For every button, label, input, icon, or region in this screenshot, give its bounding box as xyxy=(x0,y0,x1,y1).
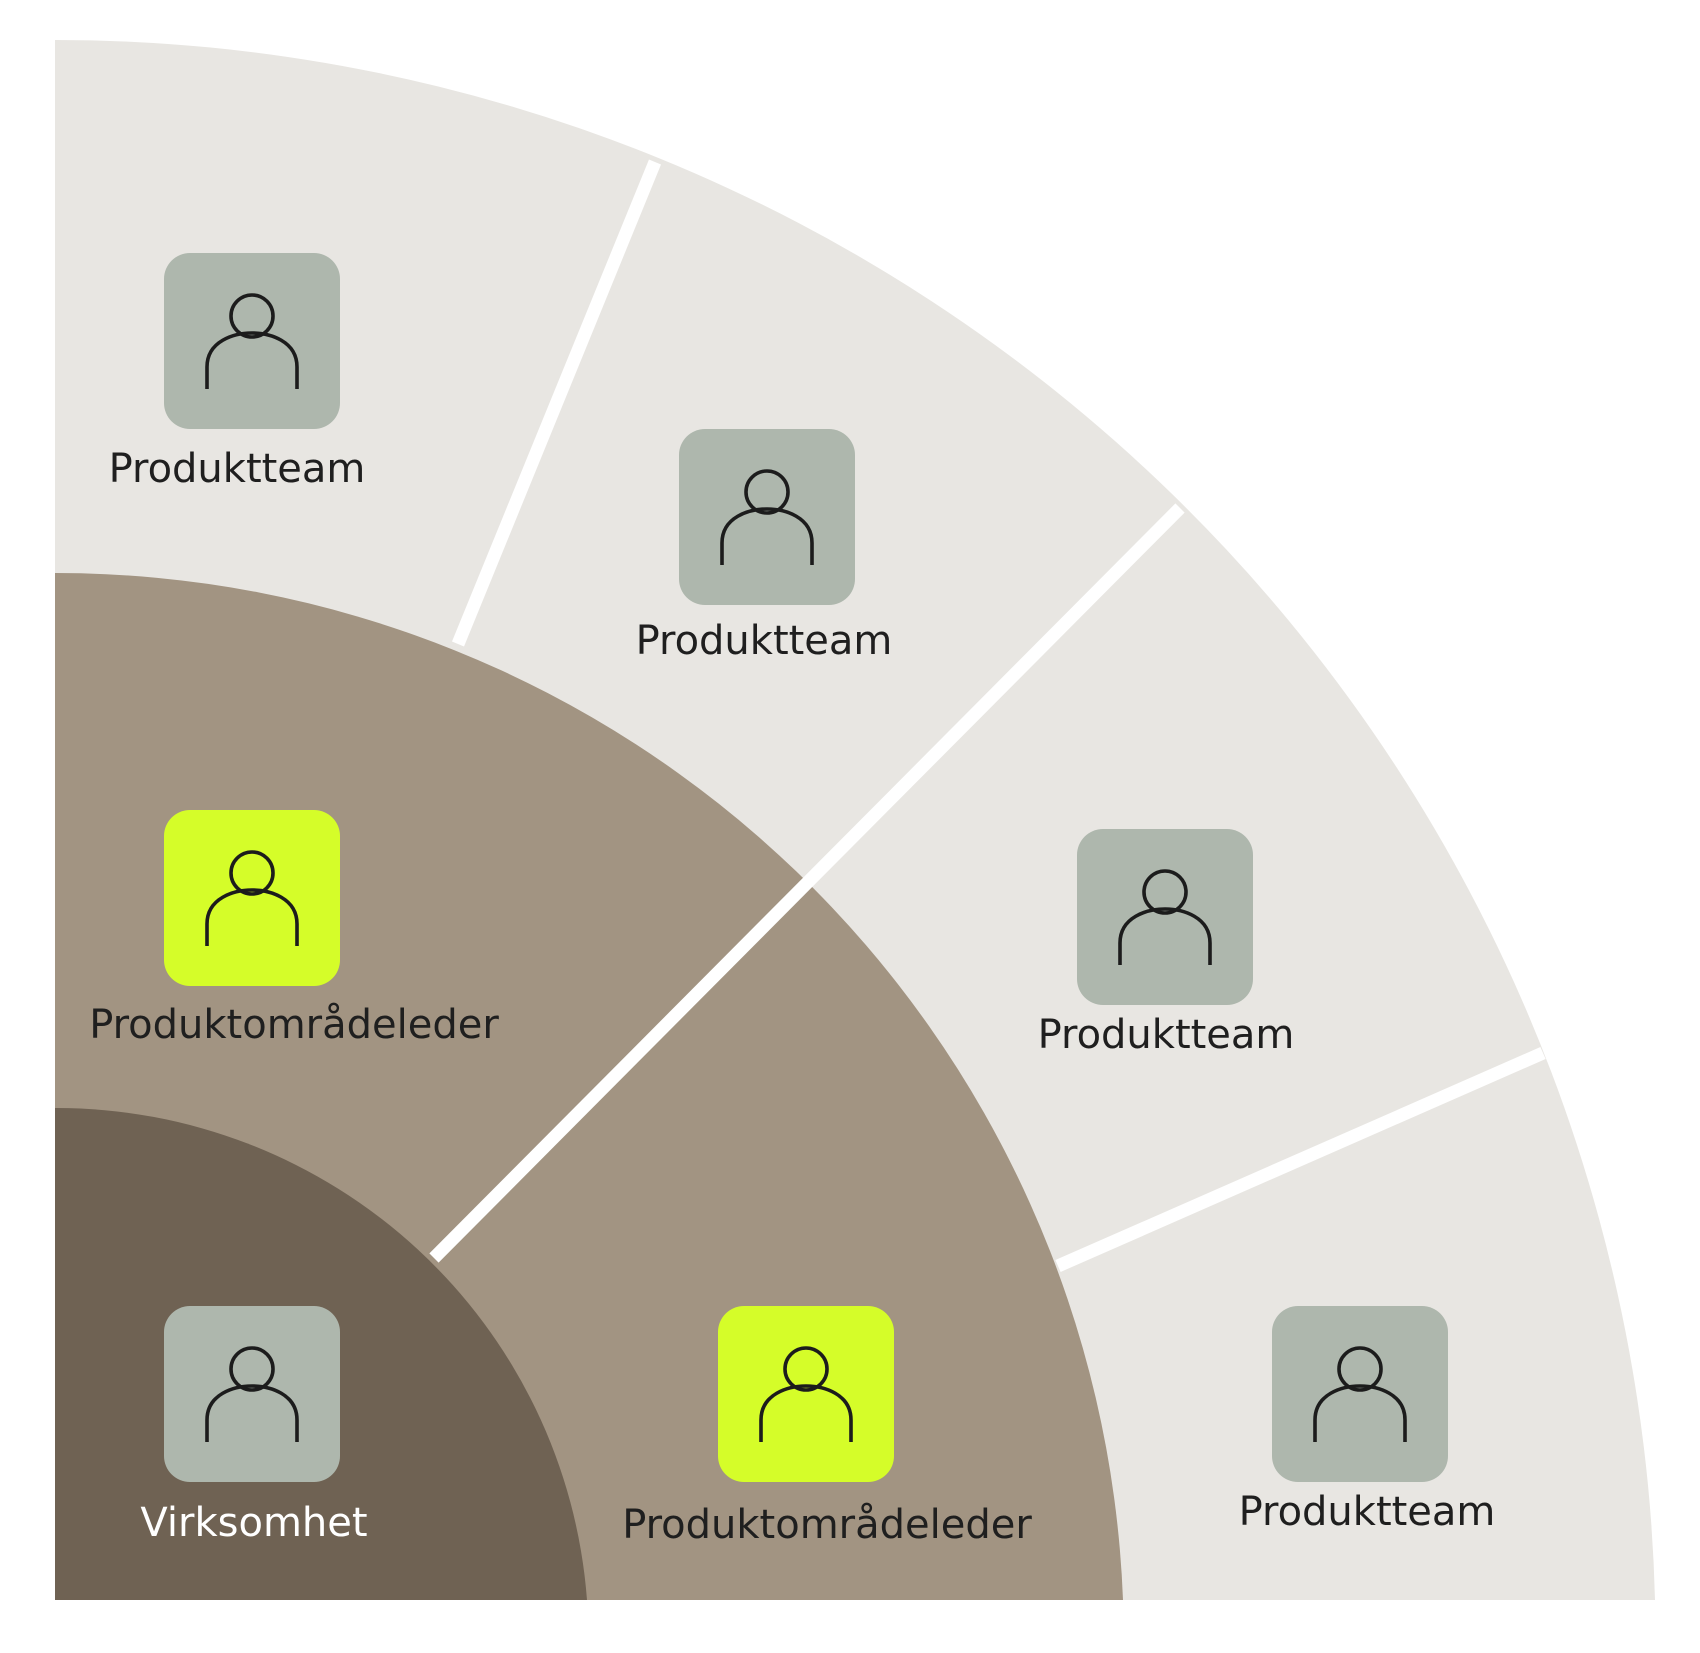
person-icon xyxy=(679,429,855,605)
person-icon xyxy=(164,1306,340,1482)
person-icon xyxy=(1077,829,1253,1005)
separator-line xyxy=(451,159,662,647)
separator-line xyxy=(1055,1047,1546,1272)
person-icon xyxy=(1272,1306,1448,1482)
person-icon xyxy=(164,810,340,986)
node-produktomradeleder-upper: Produktområdeleder xyxy=(89,810,499,1048)
label-produktteam: Produktteam xyxy=(636,618,893,664)
node-produktteam-2: Produktteam xyxy=(636,429,893,664)
label-virksomhet: Virksomhet xyxy=(140,1500,367,1546)
label-produktteam: Produktteam xyxy=(1239,1489,1496,1535)
node-produktomradeleder-lower: Produktområdeleder xyxy=(622,1306,1032,1548)
node-produktteam-3: Produktteam xyxy=(1038,829,1295,1058)
label-produktomradeleder: Produktområdeleder xyxy=(89,1002,499,1048)
node-virksomhet: Virksomhet xyxy=(140,1306,368,1546)
node-produktteam-1: Produktteam xyxy=(109,253,366,492)
label-produktomradeleder: Produktområdeleder xyxy=(622,1502,1032,1548)
person-icon xyxy=(718,1306,894,1482)
node-produktteam-4: Produktteam xyxy=(1239,1306,1496,1535)
label-produktteam: Produktteam xyxy=(109,446,366,492)
separators xyxy=(429,159,1546,1272)
label-produktteam: Produktteam xyxy=(1038,1012,1295,1058)
separator-line xyxy=(429,503,1185,1263)
person-icon xyxy=(164,253,340,429)
